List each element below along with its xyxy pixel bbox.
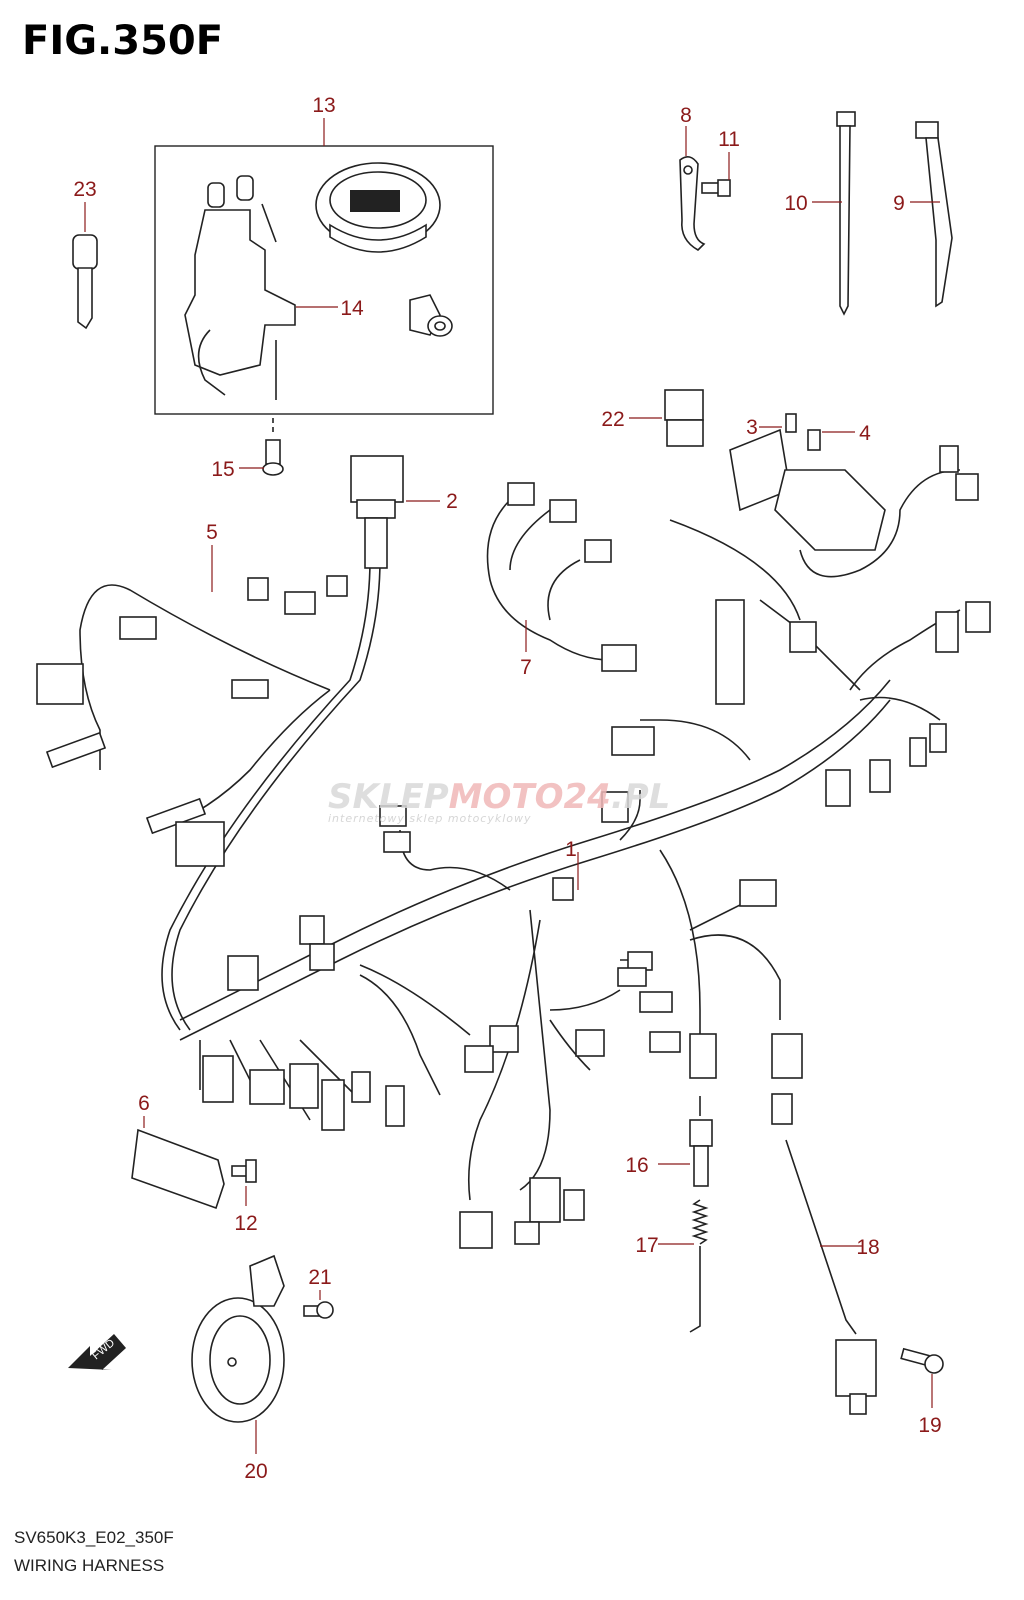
clamp-8 <box>679 156 706 251</box>
callout-9: 9 <box>893 192 905 215</box>
callout-22: 22 <box>601 408 624 431</box>
figure-title: FIG.350F <box>22 18 224 64</box>
watermark: SKLEPMOTO24.PL internetowy sklep motocyk… <box>328 777 670 825</box>
sub-harness-7 <box>486 499 611 661</box>
ignition-switch <box>184 175 296 400</box>
callout-1: 1 <box>565 838 577 861</box>
watermark-brand-3: 24 <box>564 777 611 817</box>
bolt-11 <box>701 179 731 197</box>
callout-5: 5 <box>206 521 218 544</box>
spring-17 <box>689 1199 709 1333</box>
callout-6: 6 <box>138 1092 150 1115</box>
leader-lines <box>84 118 940 1454</box>
fuel-cap <box>315 162 441 253</box>
callout-18: 18 <box>856 1236 879 1259</box>
bolt-12 <box>231 1159 257 1183</box>
watermark-brand-2: MOTO <box>449 777 564 817</box>
figure-code: SV650K3_E02_350F <box>14 1528 174 1547</box>
seat-lock <box>409 294 453 337</box>
callout-3: 3 <box>746 416 758 439</box>
fuse-4 <box>807 429 821 451</box>
callout-14: 14 <box>340 297 364 320</box>
callout-16: 16 <box>625 1154 648 1177</box>
callout-21: 21 <box>308 1266 331 1289</box>
forward-arrow-icon: FWD <box>68 1334 126 1370</box>
figure-caption: WIRING HARNESS <box>14 1556 165 1575</box>
watermark-brand-1: SKLEP <box>328 777 449 817</box>
callout-17: 17 <box>635 1234 658 1257</box>
callout-2: 2 <box>446 490 458 513</box>
callout-12: 12 <box>234 1212 257 1235</box>
switch-16 <box>689 1096 713 1187</box>
bolt-19 <box>900 1347 944 1374</box>
callout-7: 7 <box>520 656 532 679</box>
callout-13: 13 <box>312 94 335 117</box>
callouts: 1 2 3 4 5 6 7 8 9 10 11 12 13 14 15 16 1… <box>73 94 941 1483</box>
watermark-tagline: internetowy sklep motocyklowy <box>328 812 532 825</box>
callout-8: 8 <box>680 104 692 127</box>
cable-tie-9 <box>915 121 953 308</box>
fuse-3 <box>785 413 797 433</box>
bolt-21 <box>303 1301 334 1319</box>
callout-23: 23 <box>73 178 96 201</box>
bracket-6 <box>131 1128 225 1210</box>
fuse-box <box>729 428 961 578</box>
ignition-kit-box <box>154 145 494 415</box>
callout-20: 20 <box>244 1460 267 1483</box>
svg-text:SKLEPMOTO24.PL: SKLEPMOTO24.PL <box>328 777 670 817</box>
callout-10: 10 <box>784 192 807 215</box>
relay-22 <box>664 389 704 447</box>
watermark-brand-4: .PL <box>611 777 671 817</box>
cable-tie-10 <box>836 111 856 316</box>
sub-harness-5 <box>79 559 381 1121</box>
callout-15: 15 <box>211 458 234 481</box>
connectors <box>36 445 991 1249</box>
horn-20 <box>191 1254 285 1423</box>
callout-19: 19 <box>918 1414 941 1437</box>
key <box>72 234 98 330</box>
callout-11: 11 <box>718 128 740 151</box>
callout-4: 4 <box>859 422 871 445</box>
sensor-18 <box>785 1139 877 1415</box>
bolt-15 <box>262 418 284 476</box>
